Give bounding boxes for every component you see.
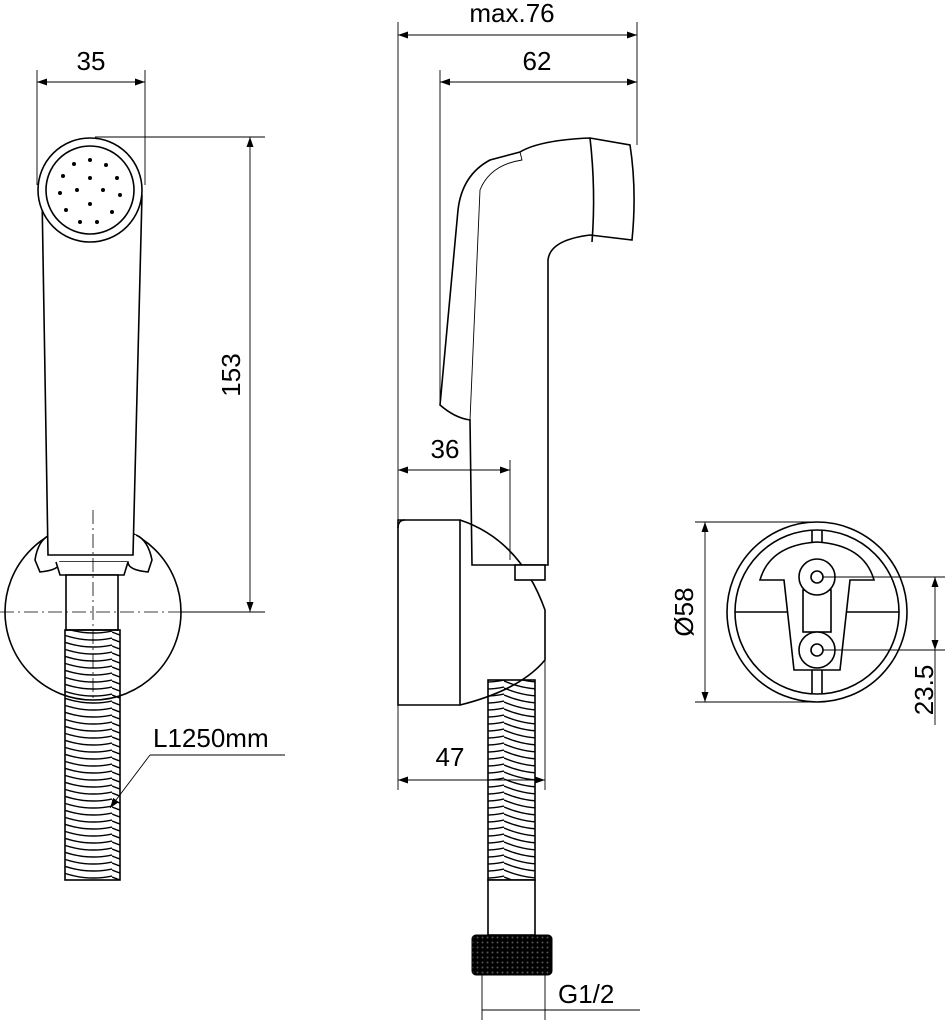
dim-36: 36 [398, 434, 511, 560]
handset-body-side [439, 137, 635, 566]
back-view [726, 521, 908, 703]
dim-label-35: 35 [77, 46, 106, 76]
dim-max76: max.76 [397, 0, 638, 520]
dim-label-36: 36 [431, 434, 460, 464]
spray-head [37, 137, 143, 243]
dim-label-23-5: 23.5 [909, 665, 939, 716]
dim-diameter-58: Ø58 [669, 521, 817, 703]
dim-label-thread: G1/2 [558, 979, 614, 1009]
dim-35: 35 [36, 46, 146, 185]
front-view [0, 137, 200, 881]
dim-label-hose: L1250mm [153, 723, 269, 753]
dim-label-max76: max.76 [469, 0, 554, 28]
dim-153: 153 [95, 136, 265, 613]
hose-front [64, 629, 121, 881]
dim-hose-length: L1250mm [109, 723, 285, 809]
wall-bracket-side [397, 519, 461, 706]
dim-23-5: 23.5 [823, 576, 945, 725]
dim-label-47: 47 [436, 742, 465, 772]
dim-label-153: 153 [216, 353, 246, 396]
dim-label-62: 62 [523, 46, 552, 76]
hose-nut [471, 934, 553, 976]
dim-thread: G1/2 [481, 975, 640, 1020]
side-view [397, 137, 635, 976]
dim-47: 47 [397, 660, 546, 790]
handset-body-front [41, 194, 143, 556]
dim-62: 62 [439, 46, 637, 405]
dim-label-58: Ø58 [669, 587, 699, 636]
spray-holes [58, 158, 122, 224]
